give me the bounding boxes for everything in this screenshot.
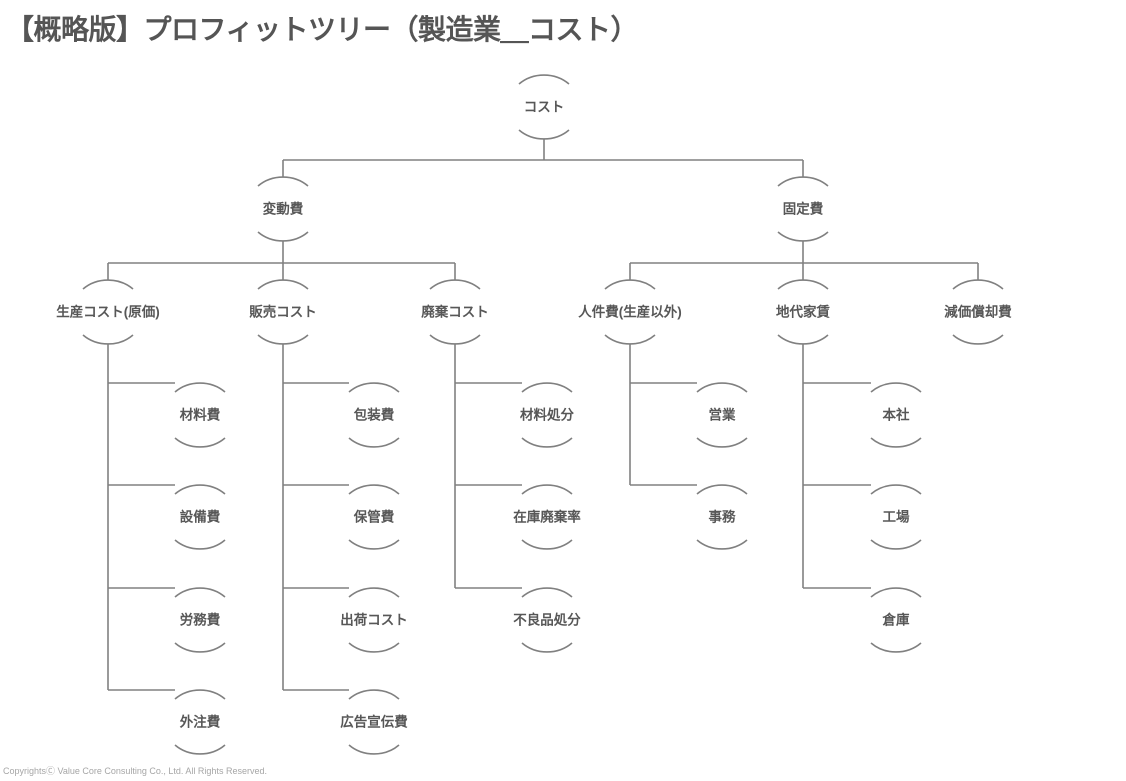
node-leaf-15-bottom-arc bbox=[870, 642, 922, 653]
node-level3-3-top-arc bbox=[604, 279, 656, 290]
node-leaf-15-label: 倉庫 bbox=[882, 612, 910, 628]
node-leaf-4-top-arc bbox=[348, 382, 400, 393]
node-level3-4-bottom-arc bbox=[777, 334, 829, 345]
node-leaf-6-top-arc bbox=[348, 587, 400, 598]
node-level3-3-bottom-arc bbox=[604, 334, 656, 345]
node-leaf-0-label: 材料費 bbox=[179, 407, 221, 423]
node-arcs bbox=[82, 74, 1004, 755]
node-leaf-9-label: 在庫廃棄率 bbox=[513, 509, 581, 525]
node-level3-2-top-arc bbox=[429, 279, 481, 290]
node-leaf-13-top-arc bbox=[870, 382, 922, 393]
node-leaf-1-bottom-arc bbox=[174, 539, 226, 550]
node-leaf-3-bottom-arc bbox=[174, 744, 226, 755]
node-leaf-12-label: 事務 bbox=[708, 509, 736, 525]
node-level2-0-bottom-arc bbox=[257, 231, 309, 242]
node-level3-3-label: 人件費(生産以外) bbox=[578, 304, 682, 320]
node-leaf-7-top-arc bbox=[348, 689, 400, 700]
node-leaf-3-top-arc bbox=[174, 689, 226, 700]
node-level3-0-top-arc bbox=[82, 279, 134, 290]
node-leaf-7-label: 広告宣伝費 bbox=[340, 714, 408, 730]
node-leaf-2-bottom-arc bbox=[174, 642, 226, 653]
node-leaf-4-label: 包装費 bbox=[353, 407, 395, 423]
node-leaf-9-top-arc bbox=[521, 484, 573, 495]
node-leaf-10-top-arc bbox=[521, 587, 573, 598]
node-level3-5-label: 減価償却費 bbox=[944, 304, 1012, 320]
node-level2-0-label: 変動費 bbox=[262, 201, 304, 217]
node-leaf-6-label: 出荷コスト bbox=[340, 612, 408, 628]
node-leaf-0-top-arc bbox=[174, 382, 226, 393]
node-leaf-4-bottom-arc bbox=[348, 437, 400, 448]
node-leaf-1-top-arc bbox=[174, 484, 226, 495]
node-leaf-13-label: 本社 bbox=[882, 407, 910, 423]
node-leaf-5-top-arc bbox=[348, 484, 400, 495]
node-level3-1-bottom-arc bbox=[257, 334, 309, 345]
node-leaf-3-label: 外注費 bbox=[179, 714, 221, 730]
node-level3-2-label: 廃棄コスト bbox=[421, 304, 489, 320]
node-level3-2-bottom-arc bbox=[429, 334, 481, 345]
node-leaf-7-bottom-arc bbox=[348, 744, 400, 755]
node-leaf-12-bottom-arc bbox=[696, 539, 748, 550]
node-level3-5-top-arc bbox=[952, 279, 1004, 290]
node-leaf-8-bottom-arc bbox=[521, 437, 573, 448]
node-level3-4-top-arc bbox=[777, 279, 829, 290]
node-leaf-5-bottom-arc bbox=[348, 539, 400, 550]
node-leaf-2-top-arc bbox=[174, 587, 226, 598]
node-leaf-13-bottom-arc bbox=[870, 437, 922, 448]
node-leaf-14-bottom-arc bbox=[870, 539, 922, 550]
connector-lines bbox=[107, 139, 979, 691]
node-leaf-2-label: 労務費 bbox=[179, 612, 221, 628]
node-root-top-arc bbox=[518, 74, 570, 85]
node-leaf-11-bottom-arc bbox=[696, 437, 748, 448]
footer-copyright: CopyrightsⒸ Value Core Consulting Co., L… bbox=[3, 766, 267, 776]
node-level3-5-bottom-arc bbox=[952, 334, 1004, 345]
node-level2-1-label: 固定費 bbox=[782, 201, 824, 217]
node-level3-1-top-arc bbox=[257, 279, 309, 290]
node-level3-1-label: 販売コスト bbox=[249, 304, 317, 320]
node-leaf-10-bottom-arc bbox=[521, 642, 573, 653]
node-level3-0-bottom-arc bbox=[82, 334, 134, 345]
node-level2-0-top-arc bbox=[257, 176, 309, 187]
node-leaf-5-label: 保管費 bbox=[353, 509, 395, 525]
node-root-label: コスト bbox=[523, 99, 565, 115]
node-level3-0-label: 生産コスト(原価) bbox=[56, 304, 160, 320]
page-title: 【概略版】プロフィットツリー（製造業＿コスト） bbox=[6, 14, 638, 45]
node-root-bottom-arc bbox=[518, 129, 570, 140]
node-level2-1-top-arc bbox=[777, 176, 829, 187]
node-leaf-11-top-arc bbox=[696, 382, 748, 393]
node-leaf-8-top-arc bbox=[521, 382, 573, 393]
node-leaf-14-label: 工場 bbox=[882, 509, 910, 525]
node-leaf-8-label: 材料処分 bbox=[520, 407, 574, 423]
node-level2-1-bottom-arc bbox=[777, 231, 829, 242]
node-leaf-15-top-arc bbox=[870, 587, 922, 598]
node-leaf-9-bottom-arc bbox=[521, 539, 573, 550]
node-leaf-14-top-arc bbox=[870, 484, 922, 495]
node-leaf-10-label: 不良品処分 bbox=[513, 612, 581, 628]
node-leaf-6-bottom-arc bbox=[348, 642, 400, 653]
node-leaf-1-label: 設備費 bbox=[179, 509, 221, 525]
node-leaf-0-bottom-arc bbox=[174, 437, 226, 448]
node-level3-4-label: 地代家賃 bbox=[776, 304, 830, 320]
node-leaf-12-top-arc bbox=[696, 484, 748, 495]
node-leaf-11-label: 営業 bbox=[708, 407, 736, 423]
